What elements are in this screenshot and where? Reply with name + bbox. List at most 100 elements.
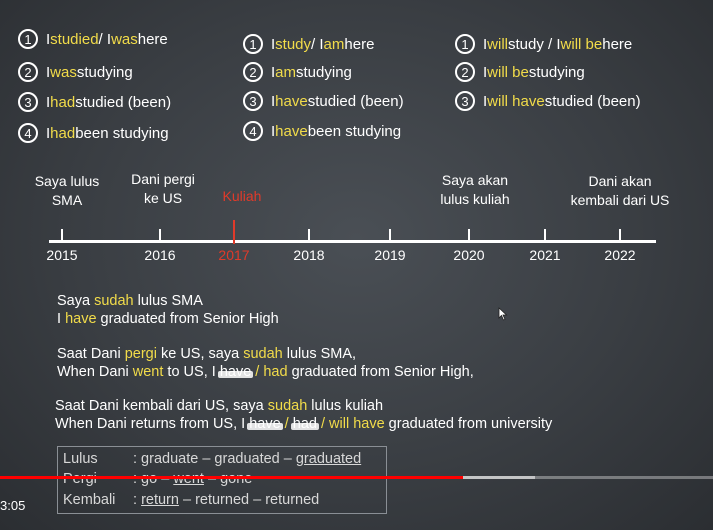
plain-text: I bbox=[271, 92, 276, 110]
timeline-year-label: 2018 bbox=[293, 247, 325, 263]
plain-text: I bbox=[46, 30, 51, 48]
plain-text: When Dani returns from US, I bbox=[55, 416, 250, 432]
timeline-year-label: 2015 bbox=[46, 247, 78, 263]
example-sentence: Saat Dani kembali dari US, saya sudah lu… bbox=[55, 397, 383, 416]
plain-text: I bbox=[483, 35, 488, 53]
vocab-box bbox=[57, 446, 387, 514]
event-line: lulus kuliah bbox=[440, 191, 510, 207]
event-line: kembali dari US bbox=[570, 192, 670, 208]
video-time: 3:05 bbox=[0, 498, 26, 513]
plain-text: I bbox=[57, 311, 66, 327]
crossed-out-word: have bbox=[217, 364, 254, 380]
event-saya-lulus-sma: Saya lulus SMA bbox=[12, 172, 122, 210]
event-line: Kuliah bbox=[222, 188, 262, 204]
highlight-word: / had bbox=[251, 364, 288, 380]
plain-text: I bbox=[46, 124, 51, 142]
plain-text: / I bbox=[98, 30, 112, 48]
number-circle-icon: 2 bbox=[455, 62, 475, 82]
event-dani-akan-kembali: Dani akan kembali dari US bbox=[560, 172, 680, 210]
highlight-word: / bbox=[280, 416, 293, 432]
number-circle-icon: 4 bbox=[18, 123, 38, 143]
plain-text: lulus SMA bbox=[133, 293, 203, 309]
example-sentence: Saat Dani pergi ke US, saya sudah lulus … bbox=[57, 345, 356, 364]
example-sentence: When Dani went to US, I have / had gradu… bbox=[57, 363, 474, 382]
plain-text: here bbox=[602, 35, 633, 53]
timeline-year-label: 2017 bbox=[218, 247, 250, 263]
number-circle-icon: 1 bbox=[18, 29, 38, 49]
plain-text: here bbox=[344, 35, 375, 53]
event-saya-akan-lulus: Saya akan lulus kuliah bbox=[420, 171, 530, 209]
timeline-tick bbox=[308, 229, 310, 243]
verb-form: went bbox=[173, 471, 204, 487]
verb-form: – gone bbox=[203, 471, 253, 487]
timeline-year-label: 2021 bbox=[529, 247, 561, 263]
timeline-year-label: 2016 bbox=[144, 247, 176, 263]
vocab-row: Pergi : go – went – gone bbox=[63, 471, 252, 487]
timeline-tick bbox=[61, 229, 63, 243]
verb-form: : graduate – graduated – bbox=[133, 451, 296, 467]
video-progress-bar[interactable] bbox=[0, 476, 464, 479]
crossed-out-word: had bbox=[290, 416, 320, 432]
event-line: Dani akan bbox=[588, 173, 652, 189]
plain-text: ke US, saya bbox=[156, 346, 244, 362]
plain-text: I bbox=[483, 63, 488, 81]
highlight-word: have bbox=[275, 92, 308, 110]
plain-text: studying bbox=[76, 63, 133, 81]
number-circle-icon: 1 bbox=[455, 34, 475, 54]
mouse-cursor-icon bbox=[498, 307, 508, 321]
example-sentence: Saya sudah lulus SMA bbox=[57, 292, 203, 311]
plain-text: studied (been) bbox=[75, 93, 172, 111]
event-line: Dani pergi bbox=[131, 171, 195, 187]
highlight-word: will be bbox=[487, 63, 529, 81]
plain-text: I bbox=[46, 63, 51, 81]
verb-form: : go – bbox=[133, 471, 174, 487]
timeline-axis bbox=[49, 240, 656, 243]
timeline-year-label: 2020 bbox=[453, 247, 485, 263]
plain-text: studied (been) bbox=[307, 92, 404, 110]
plain-text: here bbox=[137, 30, 168, 48]
verb-form: : bbox=[133, 492, 142, 508]
highlight-word: had bbox=[50, 93, 76, 111]
timeline-tick bbox=[544, 229, 546, 243]
highlight-word: pergi bbox=[124, 346, 157, 362]
example-sentence: I have graduated from Senior High bbox=[57, 310, 279, 329]
plain-text: Saat Dani bbox=[57, 346, 125, 362]
highlight-word: sudah bbox=[94, 293, 134, 309]
highlight-word: sudah bbox=[243, 346, 283, 362]
plain-text: to US, I bbox=[163, 364, 220, 380]
plain-text: Saya bbox=[57, 293, 95, 309]
timeline-year-label: 2019 bbox=[374, 247, 406, 263]
plain-text: When Dani bbox=[57, 364, 133, 380]
vocab-word: Pergi bbox=[63, 471, 97, 487]
plain-text: I bbox=[271, 122, 276, 140]
plain-text: graduated from Senior High, bbox=[287, 364, 474, 380]
verb-form: graduated bbox=[295, 451, 362, 467]
number-circle-icon: 3 bbox=[18, 92, 38, 112]
highlight-word: studied bbox=[50, 30, 99, 48]
plain-text: / I bbox=[311, 35, 324, 53]
plain-text: studied (been) bbox=[544, 92, 641, 110]
event-line: ke US bbox=[143, 190, 183, 206]
crossed-out-word: have bbox=[247, 416, 284, 432]
plain-text: I bbox=[46, 93, 51, 111]
event-line: SMA bbox=[51, 192, 83, 208]
plain-text: I bbox=[271, 63, 276, 81]
vocab-word: Lulus bbox=[63, 451, 98, 467]
highlight-word: will bbox=[487, 35, 509, 53]
event-kuliah: Kuliah bbox=[187, 187, 297, 206]
highlight-word: / will have bbox=[316, 416, 385, 432]
highlight-word: was bbox=[50, 63, 77, 81]
vocab-row: Lulus : graduate – graduated – graduated bbox=[63, 451, 361, 467]
highlight-word: was bbox=[111, 30, 138, 48]
plain-text: I bbox=[271, 35, 276, 53]
event-dani-pergi: Dani pergi ke US bbox=[108, 170, 218, 208]
